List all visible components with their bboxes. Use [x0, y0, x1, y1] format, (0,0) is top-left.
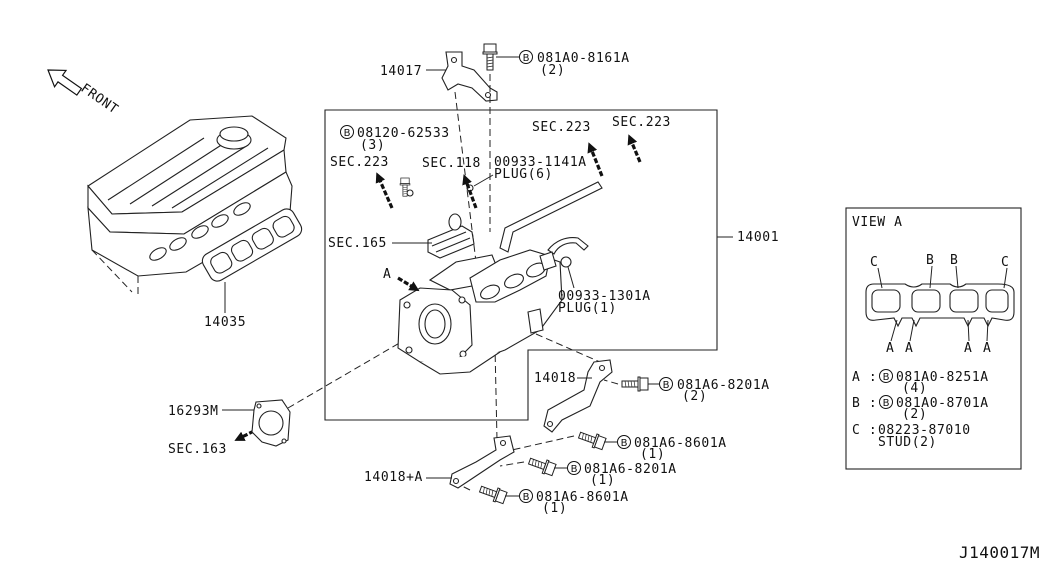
sec118-arrow-icon — [462, 174, 478, 209]
sec163-label: SEC.163 — [168, 442, 227, 457]
legend-code-b: 081A0-8701A — [896, 396, 989, 411]
bolt-top-code: 081A0-8161A — [537, 51, 630, 66]
legend-key-c: C : — [852, 423, 877, 438]
bolt-marker-icon — [567, 461, 581, 475]
part-number-14018: 14018 — [534, 371, 576, 386]
view-a-letter-a: A — [983, 341, 991, 356]
bolt-top-qty: (2) — [540, 63, 565, 78]
leader-plug-upper — [473, 174, 494, 187]
view-a-letter-b: B — [950, 253, 958, 268]
front-arrow-icon — [47, 69, 83, 96]
plug-upper-code: 00933-1141A — [494, 155, 587, 170]
bolt-14018-code: 081A6-8201A — [677, 378, 770, 393]
sec223-left-arrow-icon — [375, 172, 394, 209]
legend-qty-a: (4) — [902, 381, 927, 396]
bolt-lower-3-drawing — [477, 482, 508, 506]
front-label: FRONT — [78, 81, 121, 117]
bolt-marker-icon — [340, 125, 354, 139]
bolt-marker-icon — [659, 377, 673, 391]
sec223-right-label: SEC.223 — [612, 115, 671, 130]
bolt-marker-icon — [879, 395, 893, 409]
bolt-lower-1-qty: (1) — [640, 447, 665, 462]
legend-qty-b: (2) — [902, 407, 927, 422]
bracket-14017-drawing — [441, 51, 498, 102]
part-number-14018a: 14018+A — [364, 470, 423, 485]
bolt-marker-letter: B — [621, 438, 628, 449]
legend-key-b: B : — [852, 396, 877, 411]
sec165-label: SEC.165 — [328, 236, 387, 251]
intake-manifold-drawing — [397, 181, 603, 375]
view-marker-label: A — [383, 267, 391, 282]
view-a-letter-c: C — [870, 255, 878, 270]
part-number-14017: 14017 — [380, 64, 422, 79]
head-hidden-line — [91, 249, 139, 294]
bolt-marker-letter: B — [571, 464, 578, 475]
bracket-14018-drawing — [543, 359, 613, 433]
view-a-letter-c: C — [1001, 255, 1009, 270]
bolt-lower-2-drawing — [526, 454, 557, 478]
sec223-left-label: SEC.223 — [330, 155, 389, 170]
bolt-lower-2-code: 081A6-8201A — [584, 462, 677, 477]
bolt-marker-letter: B — [883, 372, 890, 383]
view-a-arrow-icon — [397, 276, 420, 292]
legend-code-a: 081A0-8251A — [896, 370, 989, 385]
bolt-marker-icon — [879, 369, 893, 383]
bolt-lower-2-qty: (1) — [590, 473, 615, 488]
leader-plug-lower — [567, 266, 575, 289]
legend-key-a: A : — [852, 370, 877, 385]
bolt-marker-letter: B — [523, 53, 530, 64]
bolt-marker-letter: B — [344, 128, 351, 139]
alignment-line-throttle — [287, 337, 409, 409]
bolt-14018-drawing — [621, 376, 649, 392]
gasket-14035-drawing — [201, 208, 303, 282]
legend-qty-c: STUD(2) — [878, 435, 937, 450]
plug-lower-qty: PLUG(1) — [558, 301, 617, 316]
plug-upper-qty: PLUG(6) — [494, 167, 553, 182]
view-a-title: VIEW A — [852, 215, 903, 230]
bolt-lower-1-code: 081A6-8601A — [634, 436, 727, 451]
sec223-mid-label: SEC.223 — [532, 120, 591, 135]
bolt-marker-letter: B — [523, 492, 530, 503]
bolt-top-drawing — [482, 43, 498, 71]
bolt-14018-qty: (2) — [682, 389, 707, 404]
part-number-16293m: 16293M — [168, 404, 219, 419]
view-a-letter-a: A — [905, 341, 913, 356]
part-number-14001: 14001 — [737, 230, 779, 245]
plug-lower-code: 00933-1301A — [558, 289, 651, 304]
bracket-14018a-drawing — [449, 435, 515, 489]
bolt-manifold-qty: (3) — [360, 138, 385, 153]
sec223-mid-arrow-icon — [587, 142, 604, 177]
view-a-gasket-drawing — [865, 283, 1015, 328]
sec118-label: SEC.118 — [422, 156, 481, 171]
drawing-id: J140017M — [959, 543, 1040, 562]
bolt-lower-3-qty: (1) — [542, 501, 567, 516]
view-a-letter-a: A — [886, 341, 894, 356]
cylinder-head-drawing — [87, 115, 293, 277]
bolt-manifold-code: 08120-62533 — [357, 126, 450, 141]
gasket-16293m-drawing — [251, 399, 291, 447]
alignment-line-14018 — [535, 333, 601, 363]
bolt-lower-1-drawing — [576, 428, 607, 452]
view-a-letter-a: A — [964, 341, 972, 356]
legend-code-c: 08223-87010 — [878, 423, 971, 438]
bolt-marker-letter: B — [663, 380, 670, 391]
bolt-marker-icon — [617, 435, 631, 449]
manifold-assembly-boundary — [324, 109, 718, 421]
view-a-panel — [845, 207, 1022, 470]
view-a-leaders — [877, 265, 1008, 342]
bolt-lower-3-code: 081A6-8601A — [536, 490, 629, 505]
part-number-14035: 14035 — [204, 315, 246, 330]
bolt-marker-letter: B — [883, 398, 890, 409]
bolt-marker-icon — [519, 489, 533, 503]
sec223-right-arrow-icon — [627, 134, 642, 163]
bolt-marker-icon — [519, 50, 533, 64]
view-a-letter-b: B — [926, 253, 934, 268]
